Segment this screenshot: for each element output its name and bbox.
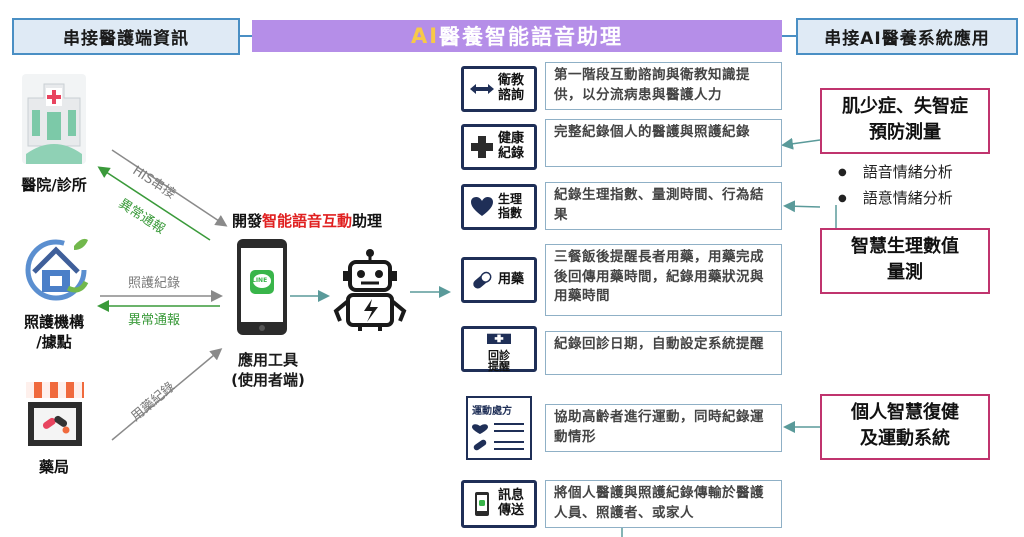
callout-smart-physiology: 智慧生理數值 量測 [820,228,990,294]
feature-2-text: 完整紀錄個人的醫護與照護紀錄 [545,119,782,167]
heart-icon [470,195,494,219]
tool-label: 應用工具 (使用者端) [231,351,305,390]
feature-physiology: 生理 指數 [461,184,537,230]
hospital-icon [22,74,86,164]
his-link-label: HIS串接 [129,163,178,203]
feature-health-education: 衛教 諮詢 [461,66,537,112]
dev-title-highlight: 智能語音互動 [262,212,353,230]
feature-2-icon-label: 健康 紀錄 [498,131,525,161]
dev-title: 開發智能語音互動助理 [232,210,382,231]
dev-title-suffix: 助理 [352,212,383,230]
feature-messaging: 訊息 傳送 [461,480,537,528]
feature-exercise-prescription: 運動處方 [466,396,532,460]
callout-rehab-exercise: 個人智慧復健 及運動系統 [820,394,990,460]
arrows-icon [470,77,494,101]
medication-record-label: 用藥紀錄 [128,379,179,425]
dev-title-prefix: 開發 [232,212,263,230]
smartphone-icon: LINE [236,238,288,336]
header-right: 串接AI醫養系統應用 [796,18,1018,55]
feature-health-record: 健康 紀錄 [461,124,537,170]
pill-icon [470,268,494,292]
feature-revisit-reminder: 回診 提醒 [461,326,537,372]
anomaly-care-label: 異常通報 [128,313,181,328]
feature-6-text: 協助高齡者進行運動，同時紀錄運動情形 [545,404,782,452]
callout-sarcopenia-dementia: 肌少症、失智症 預防測量 [820,88,990,154]
header-left: 串接醫護端資訊 [12,18,240,55]
entity-hospital-label: 醫院/診所 [21,176,87,194]
line-app-label: LINE [252,277,268,284]
pharmacy-icon [24,380,86,448]
emotion-analysis-list: 語音情緒分析 語意情緒分析 [838,160,953,211]
header-left-text: 串接醫護端資訊 [63,29,189,49]
bullet-semantic-emotion: 語意情緒分析 [838,186,953,212]
header-right-text: 串接AI醫養系統應用 [824,29,990,49]
header-center-ai: AI [410,24,440,48]
robot-icon [330,247,410,331]
feature-1-icon-label: 衛教 諮詢 [498,73,525,103]
prescription-icon: 運動處方 [468,398,530,458]
feature-3-icon-label: 生理 指數 [498,192,523,220]
feature-3-text: 紀錄生理指數、量測時間、行為結果 [545,182,782,230]
feature-4-text: 三餐飯後提醒長者用藥，用藥完成後回傳用藥時間，紀錄用藥狀況與用藥時間 [545,244,782,316]
feature-6-icon-label: 運動處方 [472,406,512,417]
medical-cross-icon [470,135,494,159]
care-house-icon [22,232,90,302]
entity-pharmacy-label: 藥局 [38,458,69,476]
feature-4-icon-label: 用藥 [498,271,525,287]
bullet-voice-emotion: 語音情緒分析 [838,160,953,186]
feature-7-text: 將個人醫護與照護紀錄傳輸於醫護人員、照護者、或家人 [545,480,782,528]
feature-5-text: 紀錄回診日期，自動設定系統提醒 [545,331,782,375]
feature-1-text: 第一階段互動諮詢與衛教知識提供，以分流病患與醫護人力 [545,62,782,110]
feature-5-icon-label: 回診 提醒 [488,349,510,373]
care-record-label: 照護紀錄 [128,276,181,291]
anomaly-hospital-label: 異常通報 [115,196,168,238]
feature-7-icon-label: 訊息 傳送 [498,488,525,518]
clinic-icon [487,326,511,350]
phone-icon [470,492,494,516]
header-center-title: 醫養智能語音助理 [439,25,624,49]
feature-medication: 用藥 [461,257,537,303]
entity-care-label: 照護機構 /據點 [23,313,84,352]
